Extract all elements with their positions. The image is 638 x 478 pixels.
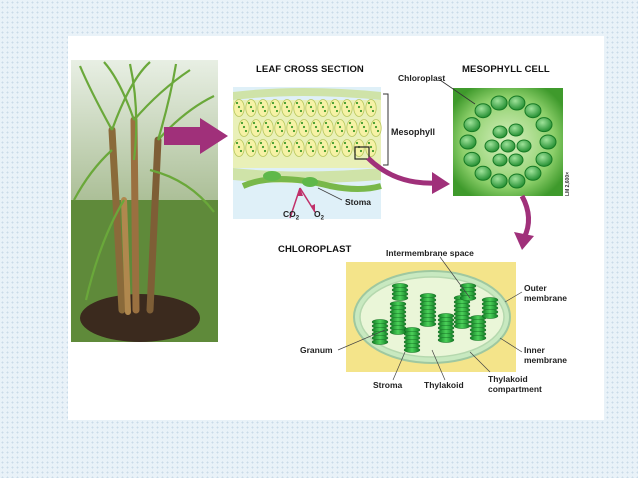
thylakoid-disc — [453, 323, 471, 329]
chloroplast-granule — [508, 123, 524, 137]
chloroplast-granule — [535, 151, 553, 167]
inner-membrane-label: Inner membrane — [524, 345, 567, 365]
chloroplast-granule — [492, 125, 508, 139]
chloroplast-granule — [539, 134, 557, 150]
leaf-cross-section — [233, 87, 389, 219]
thylakoid-disc — [403, 347, 421, 353]
thylakoid-disc — [437, 337, 455, 343]
arrow-leaf-to-cell — [366, 156, 450, 194]
arrow-photo-to-leaf — [164, 118, 228, 154]
chloroplast-granule — [524, 165, 542, 181]
stroma-label: Stroma — [373, 380, 403, 390]
chloroplast-granule — [463, 117, 481, 133]
chloroplast-cell-label: Chloroplast — [398, 73, 446, 83]
chloroplast-granule — [508, 153, 524, 167]
chloroplast-granule — [492, 153, 508, 167]
chloroplast-granule — [524, 103, 542, 119]
mesophyll-cell-image — [439, 79, 563, 196]
outer-membrane-label: Outer membrane — [524, 283, 567, 303]
thylakoid-compartment-label: Thylakoid compartment — [488, 374, 542, 394]
thylakoid-disc — [391, 295, 409, 301]
chloroplast-granule — [463, 151, 481, 167]
chloroplast-granule — [508, 95, 526, 111]
chloroplast-granule — [474, 103, 492, 119]
sugarcane-photo — [71, 60, 218, 342]
mesophyll-label: Mesophyll — [391, 127, 436, 137]
thylakoid-disc — [419, 321, 437, 327]
intermembrane-space-label: Intermembrane space — [386, 248, 474, 258]
thylakoid-disc — [481, 313, 499, 319]
chloroplast-granule — [474, 165, 492, 181]
thylakoid-label: Thylakoid — [424, 380, 464, 390]
chloroplast-granule — [490, 95, 508, 111]
mesophyll-cell-title: MESOPHYLL CELL — [462, 64, 550, 75]
thylakoid-disc — [389, 329, 407, 335]
chloroplast-granule — [500, 139, 516, 153]
thylakoid-disc — [469, 335, 487, 341]
chloroplast-title: CHLOROPLAST — [278, 244, 352, 255]
chloroplast-granule — [459, 134, 477, 150]
chloroplast-granule — [490, 173, 508, 189]
thylakoid-disc — [371, 339, 389, 345]
arrow-cell-to-chloroplast — [514, 194, 534, 250]
scale-note: LM 2,600× — [565, 171, 571, 196]
chloroplast-diagram — [337, 256, 523, 381]
thylakoid-disc — [459, 295, 477, 301]
granum-label: Granum — [300, 345, 333, 355]
stoma-label: Stoma — [345, 197, 371, 207]
chloroplast-granule — [516, 139, 532, 153]
o2-label: O2 — [314, 209, 324, 222]
chloroplast-granule — [484, 139, 500, 153]
chloroplast-granule — [508, 173, 526, 189]
co2-label: CO2 — [283, 209, 300, 222]
leaf-cross-section-title: LEAF CROSS SECTION — [256, 64, 364, 75]
chloroplast-granule — [535, 117, 553, 133]
